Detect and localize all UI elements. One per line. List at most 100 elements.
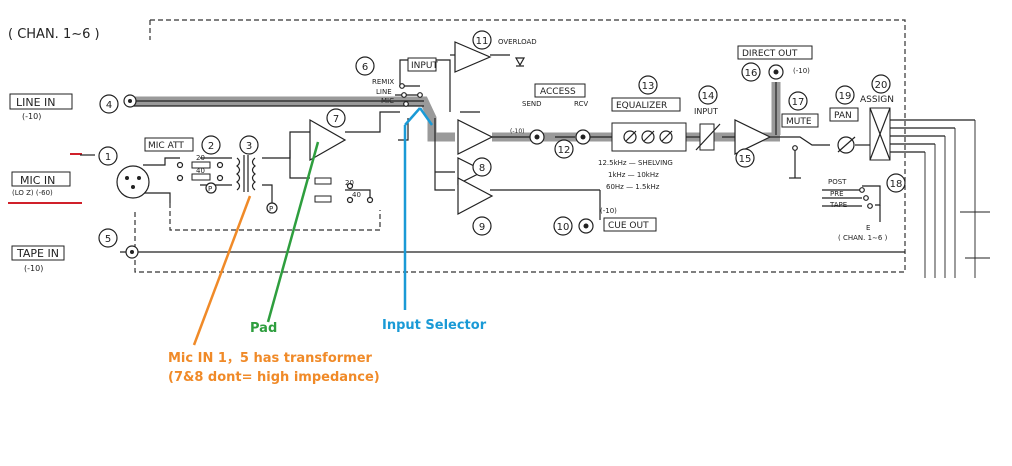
callout-circle xyxy=(472,216,492,236)
callout-16: 16 xyxy=(741,62,761,82)
callout-12: 12 xyxy=(554,139,574,159)
line-selector-label: LINE xyxy=(376,88,392,96)
svg-text:TAPE IN: TAPE IN xyxy=(16,247,59,260)
callout-circle xyxy=(355,56,375,76)
selector-pointer xyxy=(404,107,421,126)
block-title: ( CHAN. 1∼6 ) xyxy=(8,27,100,42)
callout-circle xyxy=(326,108,346,128)
amp-9-triangle xyxy=(457,177,494,215)
callout-10: 10 xyxy=(553,216,573,236)
pan-knob xyxy=(837,136,856,154)
svg-text:40: 40 xyxy=(352,191,361,199)
callout-number: 5 xyxy=(105,234,111,245)
input-selector-contacts xyxy=(399,83,423,107)
tape-in-jack xyxy=(125,245,139,259)
p-node-att xyxy=(205,182,217,194)
direct-out-box xyxy=(737,45,813,60)
mic-in-box xyxy=(11,171,71,187)
transformer-annotation-line1: Mic IN 1，5 has transformer xyxy=(168,351,373,366)
channel-boundary xyxy=(134,19,906,273)
callout-3: 3 xyxy=(239,135,259,155)
equalizer-title-box xyxy=(611,97,681,112)
callout-number: 12 xyxy=(558,145,571,156)
callout-17: 17 xyxy=(788,91,808,111)
amp-15-triangle xyxy=(734,119,772,155)
wiring xyxy=(80,54,990,278)
callout-7: 7 xyxy=(326,108,346,128)
eq-spec-3: 60Hz — 1.5kHz xyxy=(606,183,660,191)
p-label-trans: P xyxy=(269,205,273,213)
input-selector-box xyxy=(407,57,437,72)
rcv-jack xyxy=(575,129,591,145)
mic-transformer xyxy=(236,155,256,192)
pad-switch: 20 40 xyxy=(314,177,374,204)
access-label: ACCESS xyxy=(540,87,576,97)
svg-text:LINE IN: LINE IN xyxy=(16,96,56,109)
callout-circle xyxy=(735,148,755,168)
callout-15: 15 xyxy=(735,148,755,168)
assign-switch xyxy=(869,107,891,161)
tape-label: TAPE xyxy=(829,201,847,209)
svg-text:20: 20 xyxy=(345,179,354,187)
svg-text:(-10): (-10) xyxy=(22,112,41,121)
input-gain-arrow xyxy=(695,123,721,151)
assign-label: ASSIGN xyxy=(860,95,894,105)
mic-att-label: MIC ATT xyxy=(148,141,184,151)
input-gain-label: INPUT xyxy=(694,107,718,116)
transformer-pointer xyxy=(192,195,252,346)
callout-circle xyxy=(741,62,761,82)
callout-number: 16 xyxy=(745,68,758,79)
amp-main-triangle xyxy=(457,119,494,155)
p-node-trans xyxy=(266,202,278,214)
send-jack xyxy=(529,129,545,145)
callout-circle xyxy=(788,91,808,111)
pan-box xyxy=(829,107,859,122)
svg-text:20: 20 xyxy=(196,154,205,162)
eq-spec-2: 1kHz — 10kHz xyxy=(608,171,659,179)
callout-number: 18 xyxy=(890,179,903,190)
callout-circle xyxy=(638,75,658,95)
line-in-label: LINE IN (-10) xyxy=(9,93,73,121)
callout-circle xyxy=(871,74,891,94)
input-selector-label: INPUT xyxy=(411,61,438,71)
callout-19: 19 xyxy=(835,85,855,105)
callout-circle xyxy=(201,135,221,155)
transformer-annotation-line2: (7&8 dont= high impedance) xyxy=(168,370,380,385)
callout-13: 13 xyxy=(638,75,658,95)
callout-circle xyxy=(472,157,492,177)
access-box xyxy=(534,83,586,98)
p-label-att: P xyxy=(208,185,212,193)
preamp-7-triangle xyxy=(309,118,347,162)
input-gain-box xyxy=(699,123,715,151)
mic-att-resistors: 20 40 xyxy=(176,154,224,182)
callout-number: 10 xyxy=(557,222,570,233)
selector-pointer-3 xyxy=(418,107,434,126)
callout-circle xyxy=(98,228,118,248)
svg-text:(LO Z) (-60): (LO Z) (-60) xyxy=(12,189,53,197)
callout-9: 9 xyxy=(472,216,492,236)
line-in-box xyxy=(9,93,73,110)
callout-circle xyxy=(239,135,259,155)
cue-out-box xyxy=(603,217,657,232)
callout-circle xyxy=(99,94,119,114)
mic-selector-label: MIC xyxy=(381,97,394,105)
callout-circle xyxy=(554,139,574,159)
line-in-jack xyxy=(123,94,137,108)
callout-number: 14 xyxy=(702,91,715,102)
callout-11: 11 xyxy=(472,30,492,50)
e-label: E xyxy=(866,224,870,232)
remix-label: REMIX xyxy=(372,78,394,86)
overload-label: OVERLOAD xyxy=(498,38,537,46)
pan-label: PAN xyxy=(834,111,852,121)
callout-number: 17 xyxy=(792,97,805,108)
cue-out-jack xyxy=(578,218,594,234)
svg-text:40: 40 xyxy=(196,167,205,175)
mute-box xyxy=(781,113,819,128)
mute-contact xyxy=(792,145,798,151)
chan-ref-label: ( CHAN. 1∼6 ) xyxy=(838,234,888,242)
callout-circle xyxy=(835,85,855,105)
post-pre-contacts xyxy=(859,187,873,209)
mute-label: MUTE xyxy=(786,117,812,127)
pre-label: PRE xyxy=(830,190,844,198)
callout-number: 13 xyxy=(642,81,655,92)
